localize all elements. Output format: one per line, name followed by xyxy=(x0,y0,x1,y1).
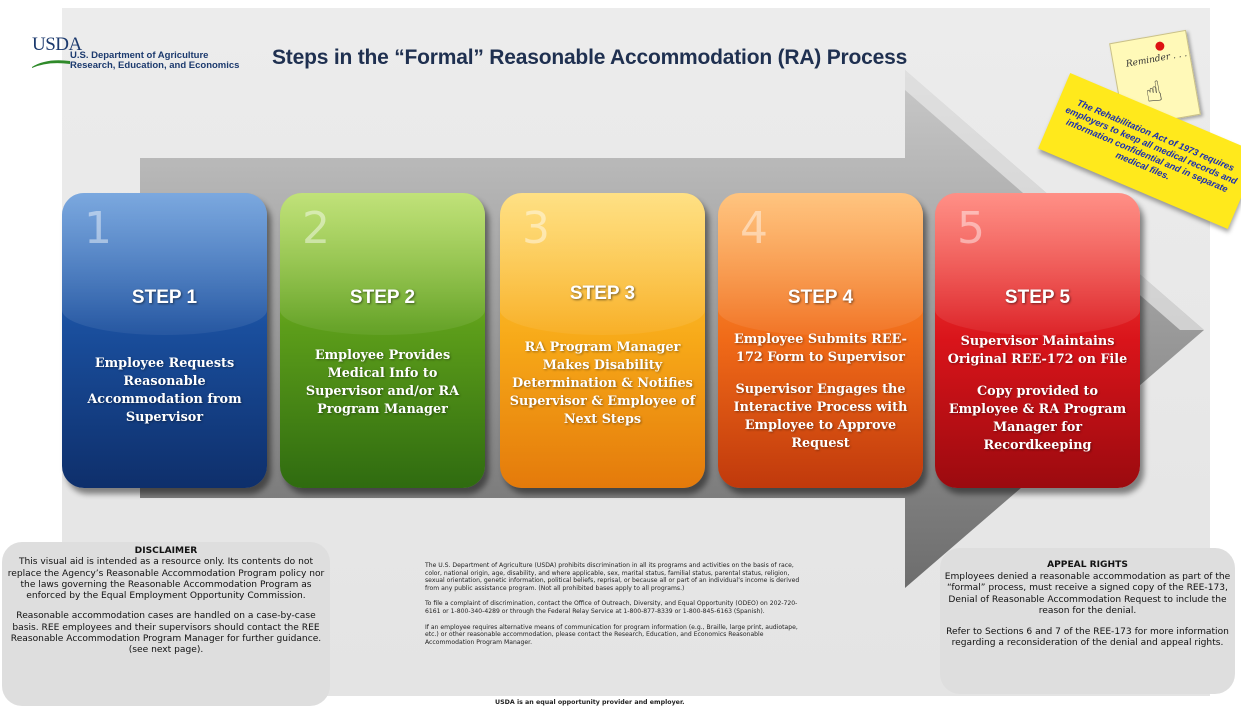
step-4-card: 4 STEP 4 Employee Submits REE-172 Form t… xyxy=(718,193,923,488)
step-1-card: 1 STEP 1 Employee Requests Reasonable Ac… xyxy=(62,193,267,488)
equal-opportunity-statement: USDA is an equal opportunity provider an… xyxy=(495,699,685,706)
disclaimer-heading: DISCLAIMER xyxy=(134,546,198,556)
step-label: STEP 4 xyxy=(787,287,854,308)
page-title: Steps in the “Formal” Reasonable Accommo… xyxy=(272,46,908,69)
step-label: STEP 2 xyxy=(349,287,416,308)
step-description: Employee Submits REE-172 Form to Supervi… xyxy=(733,332,908,451)
step-description: RA Program Manager Makes Disability Dete… xyxy=(509,340,696,427)
step-label: STEP 3 xyxy=(569,283,636,304)
appeal-rights-box: APPEAL RIGHTS Employees denied a reasona… xyxy=(940,548,1235,694)
step-3-card: 3 STEP 3 RA Program Manager Makes Disabi… xyxy=(500,193,705,488)
disclaimer-text: This visual aid is intended as a resourc… xyxy=(7,557,325,602)
step-description: Employee Requests Reasonable Accommodati… xyxy=(87,356,242,425)
step-number: 4 xyxy=(740,203,768,254)
step-label: STEP 5 xyxy=(1004,287,1071,308)
step-description: Employee Provides Medical Info to Superv… xyxy=(305,348,460,417)
disclaimer-text: Reasonable accommodation cases are handl… xyxy=(10,611,322,656)
step-label: STEP 1 xyxy=(131,287,198,308)
appeal-heading: APPEAL RIGHTS xyxy=(1047,560,1128,570)
step-5-card: 5 STEP 5 Supervisor Maintains Original R… xyxy=(935,193,1140,488)
usda-swoosh-icon xyxy=(32,60,70,68)
step-number: 5 xyxy=(957,203,985,254)
appeal-text: Refer to Sections 6 and 7 of the REE-173… xyxy=(946,626,1229,649)
pushpin-icon xyxy=(1154,40,1166,52)
nondiscrimination-statement: The U.S. Department of Agriculture (USDA… xyxy=(425,562,800,646)
usda-logo: USDA U.S. Department of Agriculture Rese… xyxy=(32,34,242,74)
agency-name: U.S. Department of Agriculture Research,… xyxy=(70,50,240,71)
step-number: 1 xyxy=(84,203,112,254)
disclaimer-box: DISCLAIMER This visual aid is intended a… xyxy=(2,542,330,706)
step-2-card: 2 STEP 2 Employee Provides Medical Info … xyxy=(280,193,485,488)
step-description: Supervisor Maintains Original REE-172 on… xyxy=(947,334,1128,453)
step-number: 3 xyxy=(522,203,550,254)
appeal-text: Employees denied a reasonable accommodat… xyxy=(944,571,1231,617)
step-number: 2 xyxy=(302,203,330,254)
reminder-label: Reminder . . . xyxy=(1125,49,1188,70)
usda-wordmark: USDA xyxy=(32,34,82,55)
